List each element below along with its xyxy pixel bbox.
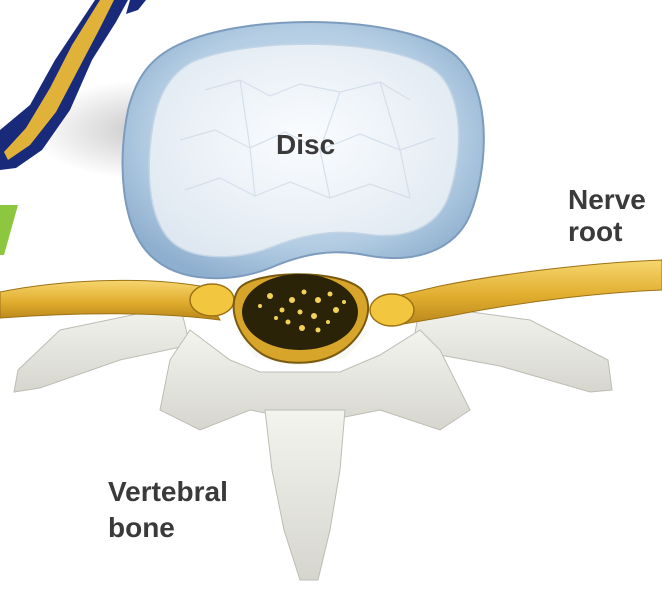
vertebral-bone-label-line1: Vertebral (108, 474, 228, 510)
green-accent-mark (0, 205, 18, 255)
nerve-root-label-line1: Nerve (568, 184, 646, 216)
disc-label: Disc (276, 128, 335, 162)
vertebral-bone-label-line2: bone (108, 510, 228, 546)
disc-label-text: Disc (276, 129, 335, 160)
nerve-root-label: Nerve root (568, 184, 646, 248)
vertebral-bone-label: Vertebral bone (108, 474, 228, 546)
nerve-root-label-line2: root (568, 216, 646, 248)
